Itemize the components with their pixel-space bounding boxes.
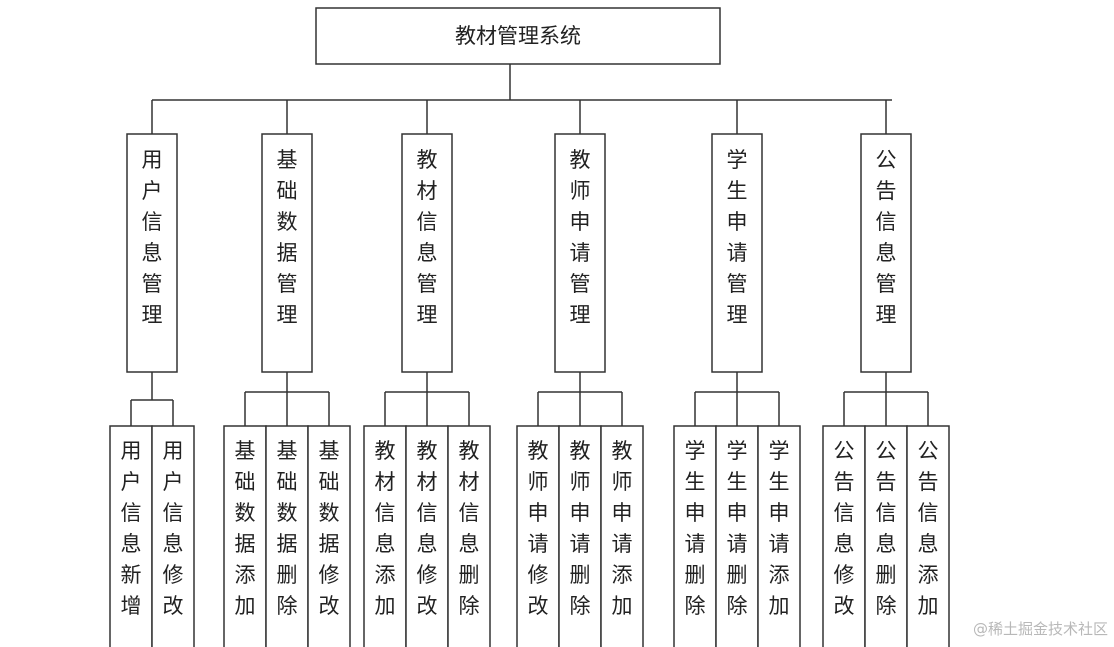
module-label: 教材信息管理 <box>417 148 438 327</box>
diagram-nodes: 教材管理系统用户信息管理用户信息新增用户信息修改基础数据管理基础数据添加基础数据… <box>109 7 950 647</box>
root-node: 教材管理系统 <box>315 7 721 65</box>
subitem-label: 学生申请添加 <box>769 439 790 618</box>
subitem-box <box>757 425 801 647</box>
subitem-box <box>715 425 759 647</box>
subitem-node: 学生申请添加 <box>757 425 801 647</box>
subitem-box <box>558 425 602 647</box>
subitem-box <box>673 425 717 647</box>
subitem-node: 教师申请添加 <box>600 425 644 647</box>
module-label: 用户信息管理 <box>142 148 163 327</box>
subitem-box <box>151 425 195 647</box>
subitem-box <box>864 425 908 647</box>
subitem-label: 公告信息删除 <box>876 439 897 618</box>
module-box <box>554 133 606 373</box>
subitem-node: 基础数据修改 <box>307 425 351 647</box>
subitem-node: 教材信息删除 <box>447 425 491 647</box>
watermark: @稀土掘金技术社区 <box>972 620 1108 638</box>
subitem-node: 基础数据添加 <box>223 425 267 647</box>
subitem-label: 教师申请添加 <box>612 439 633 618</box>
subitem-node: 学生申请删除 <box>715 425 759 647</box>
module-label: 基础数据管理 <box>277 148 298 327</box>
subitem-box <box>906 425 950 647</box>
module-node: 教材信息管理 <box>401 133 453 373</box>
subitem-node: 公告信息修改 <box>822 425 866 647</box>
subitem-box <box>265 425 309 647</box>
subitem-box <box>822 425 866 647</box>
connector-lines <box>130 64 929 426</box>
subitem-node: 公告信息删除 <box>864 425 908 647</box>
subitem-label: 教材信息删除 <box>459 439 480 618</box>
subitem-label: 学生申请删除 <box>727 439 748 618</box>
root-label: 教材管理系统 <box>455 24 581 48</box>
module-node: 基础数据管理 <box>261 133 313 373</box>
subitem-node: 教材信息添加 <box>363 425 407 647</box>
subitem-label: 公告信息添加 <box>918 439 939 618</box>
module-label: 教师申请管理 <box>570 148 591 327</box>
subitem-node: 公告信息添加 <box>906 425 950 647</box>
module-label: 公告信息管理 <box>876 148 897 327</box>
subitem-box <box>109 425 153 647</box>
subitem-label: 学生申请删除 <box>685 439 706 618</box>
module-node: 教师申请管理 <box>554 133 606 373</box>
module-box <box>711 133 763 373</box>
module-box <box>126 133 178 373</box>
subitem-box <box>405 425 449 647</box>
subitem-box <box>363 425 407 647</box>
module-label: 学生申请管理 <box>727 148 748 327</box>
subitem-label: 用户信息新增 <box>121 439 142 618</box>
module-node: 公告信息管理 <box>860 133 912 373</box>
subitem-label: 教材信息修改 <box>417 439 438 618</box>
root-box <box>315 7 721 65</box>
subitem-node: 用户信息新增 <box>109 425 153 647</box>
subitem-label: 教师申请删除 <box>570 439 591 618</box>
subitem-label: 用户信息修改 <box>163 439 184 618</box>
module-node: 用户信息管理 <box>126 133 178 373</box>
subitem-box <box>307 425 351 647</box>
module-box <box>860 133 912 373</box>
subitem-node: 教师申请修改 <box>516 425 560 647</box>
subitem-box <box>600 425 644 647</box>
subitem-node: 基础数据删除 <box>265 425 309 647</box>
module-box <box>261 133 313 373</box>
subitem-node: 教材信息修改 <box>405 425 449 647</box>
subitem-label: 基础数据添加 <box>235 439 256 618</box>
subitem-label: 教师申请修改 <box>528 439 549 618</box>
subitem-label: 基础数据修改 <box>319 439 340 618</box>
subitem-label: 公告信息修改 <box>834 439 855 618</box>
subitem-label: 基础数据删除 <box>277 439 298 618</box>
subitem-box <box>447 425 491 647</box>
subitem-label: 教材信息添加 <box>375 439 396 618</box>
subitem-node: 用户信息修改 <box>151 425 195 647</box>
module-node: 学生申请管理 <box>711 133 763 373</box>
subitem-node: 教师申请删除 <box>558 425 602 647</box>
module-box <box>401 133 453 373</box>
subitem-node: 学生申请删除 <box>673 425 717 647</box>
